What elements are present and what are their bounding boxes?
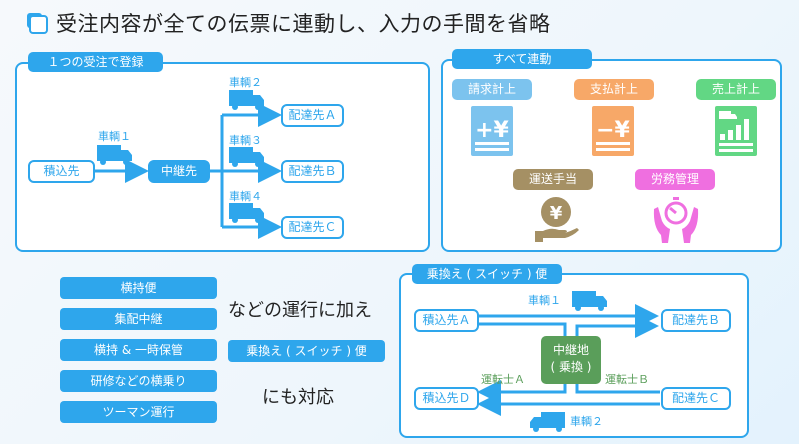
origin-node: 積込先 (28, 160, 95, 183)
destination-c-node: 配達先Ｃ (661, 387, 731, 410)
destination-a-node: 配達先Ａ (281, 104, 344, 127)
svg-text:+¥: +¥ (475, 118, 509, 143)
yen-plus-document-icon: +¥ (471, 106, 513, 156)
title-checkbox-icon (27, 13, 48, 34)
truck-icon (572, 291, 607, 311)
service-yokomochi-storage: 横持 & 一時保管 (60, 339, 217, 361)
service-collection-relay: 集配中継 (60, 308, 217, 330)
origin-d-node: 積込先Ｄ (414, 387, 479, 410)
services-text-1: などの運行に加え (228, 300, 372, 321)
switch-service-highlight: 乗換え ( スイッチ ) 便 (228, 340, 385, 362)
all-linked-tag: すべて連動 (452, 49, 592, 69)
switch-vehicle-1-label: 車輌１ (528, 294, 561, 307)
svg-text:¥: ¥ (550, 203, 563, 224)
truck-icon (229, 147, 264, 167)
driver-a-label: 運転士Ａ (481, 373, 525, 386)
destination-b-node: 配達先Ｂ (281, 160, 344, 183)
origin-a-node: 積込先Ａ (414, 309, 479, 332)
vehicle-1-label: 車輌１ (98, 130, 131, 143)
yen-coin-hand-icon: ¥ (535, 197, 579, 242)
truck-icon (229, 90, 264, 110)
truck-icon (97, 145, 132, 165)
sales-chart-document-icon (715, 106, 757, 156)
vehicle-4-label: 車輌４ (229, 190, 262, 203)
sales-chip: 売上計上 (696, 79, 776, 100)
svg-text:−¥: −¥ (596, 118, 630, 143)
switch-service-tag: 乗換え ( スイッチ ) 便 (412, 264, 562, 284)
transport-allowance-chip: 運送手当 (513, 169, 593, 190)
payment-chip: 支払計上 (574, 79, 654, 100)
billing-chip: 請求計上 (452, 79, 532, 100)
destination-b-node: 配達先Ｂ (661, 309, 731, 332)
relay-hub-line2: ( 乗換 ) (550, 360, 592, 374)
vehicle-3-label: 車輌３ (229, 134, 262, 147)
destination-c-node: 配達先Ｃ (281, 216, 344, 239)
yen-minus-document-icon: −¥ (592, 106, 634, 156)
single-order-tag: １つの受注で登録 (28, 52, 163, 72)
relay-hub-node: 中継地 ( 乗換 ) (541, 336, 601, 384)
hub-node: 中継先 (148, 160, 210, 183)
driver-b-label: 運転士Ｂ (605, 373, 649, 386)
labor-management-chip: 労務管理 (635, 169, 715, 190)
page-title: 受注内容が全ての伝票に連動し、入力の手間を省略 (56, 12, 551, 36)
truck-icon (530, 412, 565, 432)
hands-stopwatch-icon (653, 197, 699, 243)
services-text-2: にも対応 (262, 387, 334, 408)
service-two-man: ツーマン運行 (60, 401, 217, 423)
relay-hub-line1: 中継地 (552, 343, 589, 357)
vehicle-2-label: 車輌２ (229, 76, 262, 89)
truck-icon (229, 203, 264, 223)
service-training-ride: 研修などの横乗り (60, 370, 217, 392)
service-yokomochi: 横持便 (60, 277, 217, 299)
switch-vehicle-2-label: 車輌２ (570, 415, 603, 428)
